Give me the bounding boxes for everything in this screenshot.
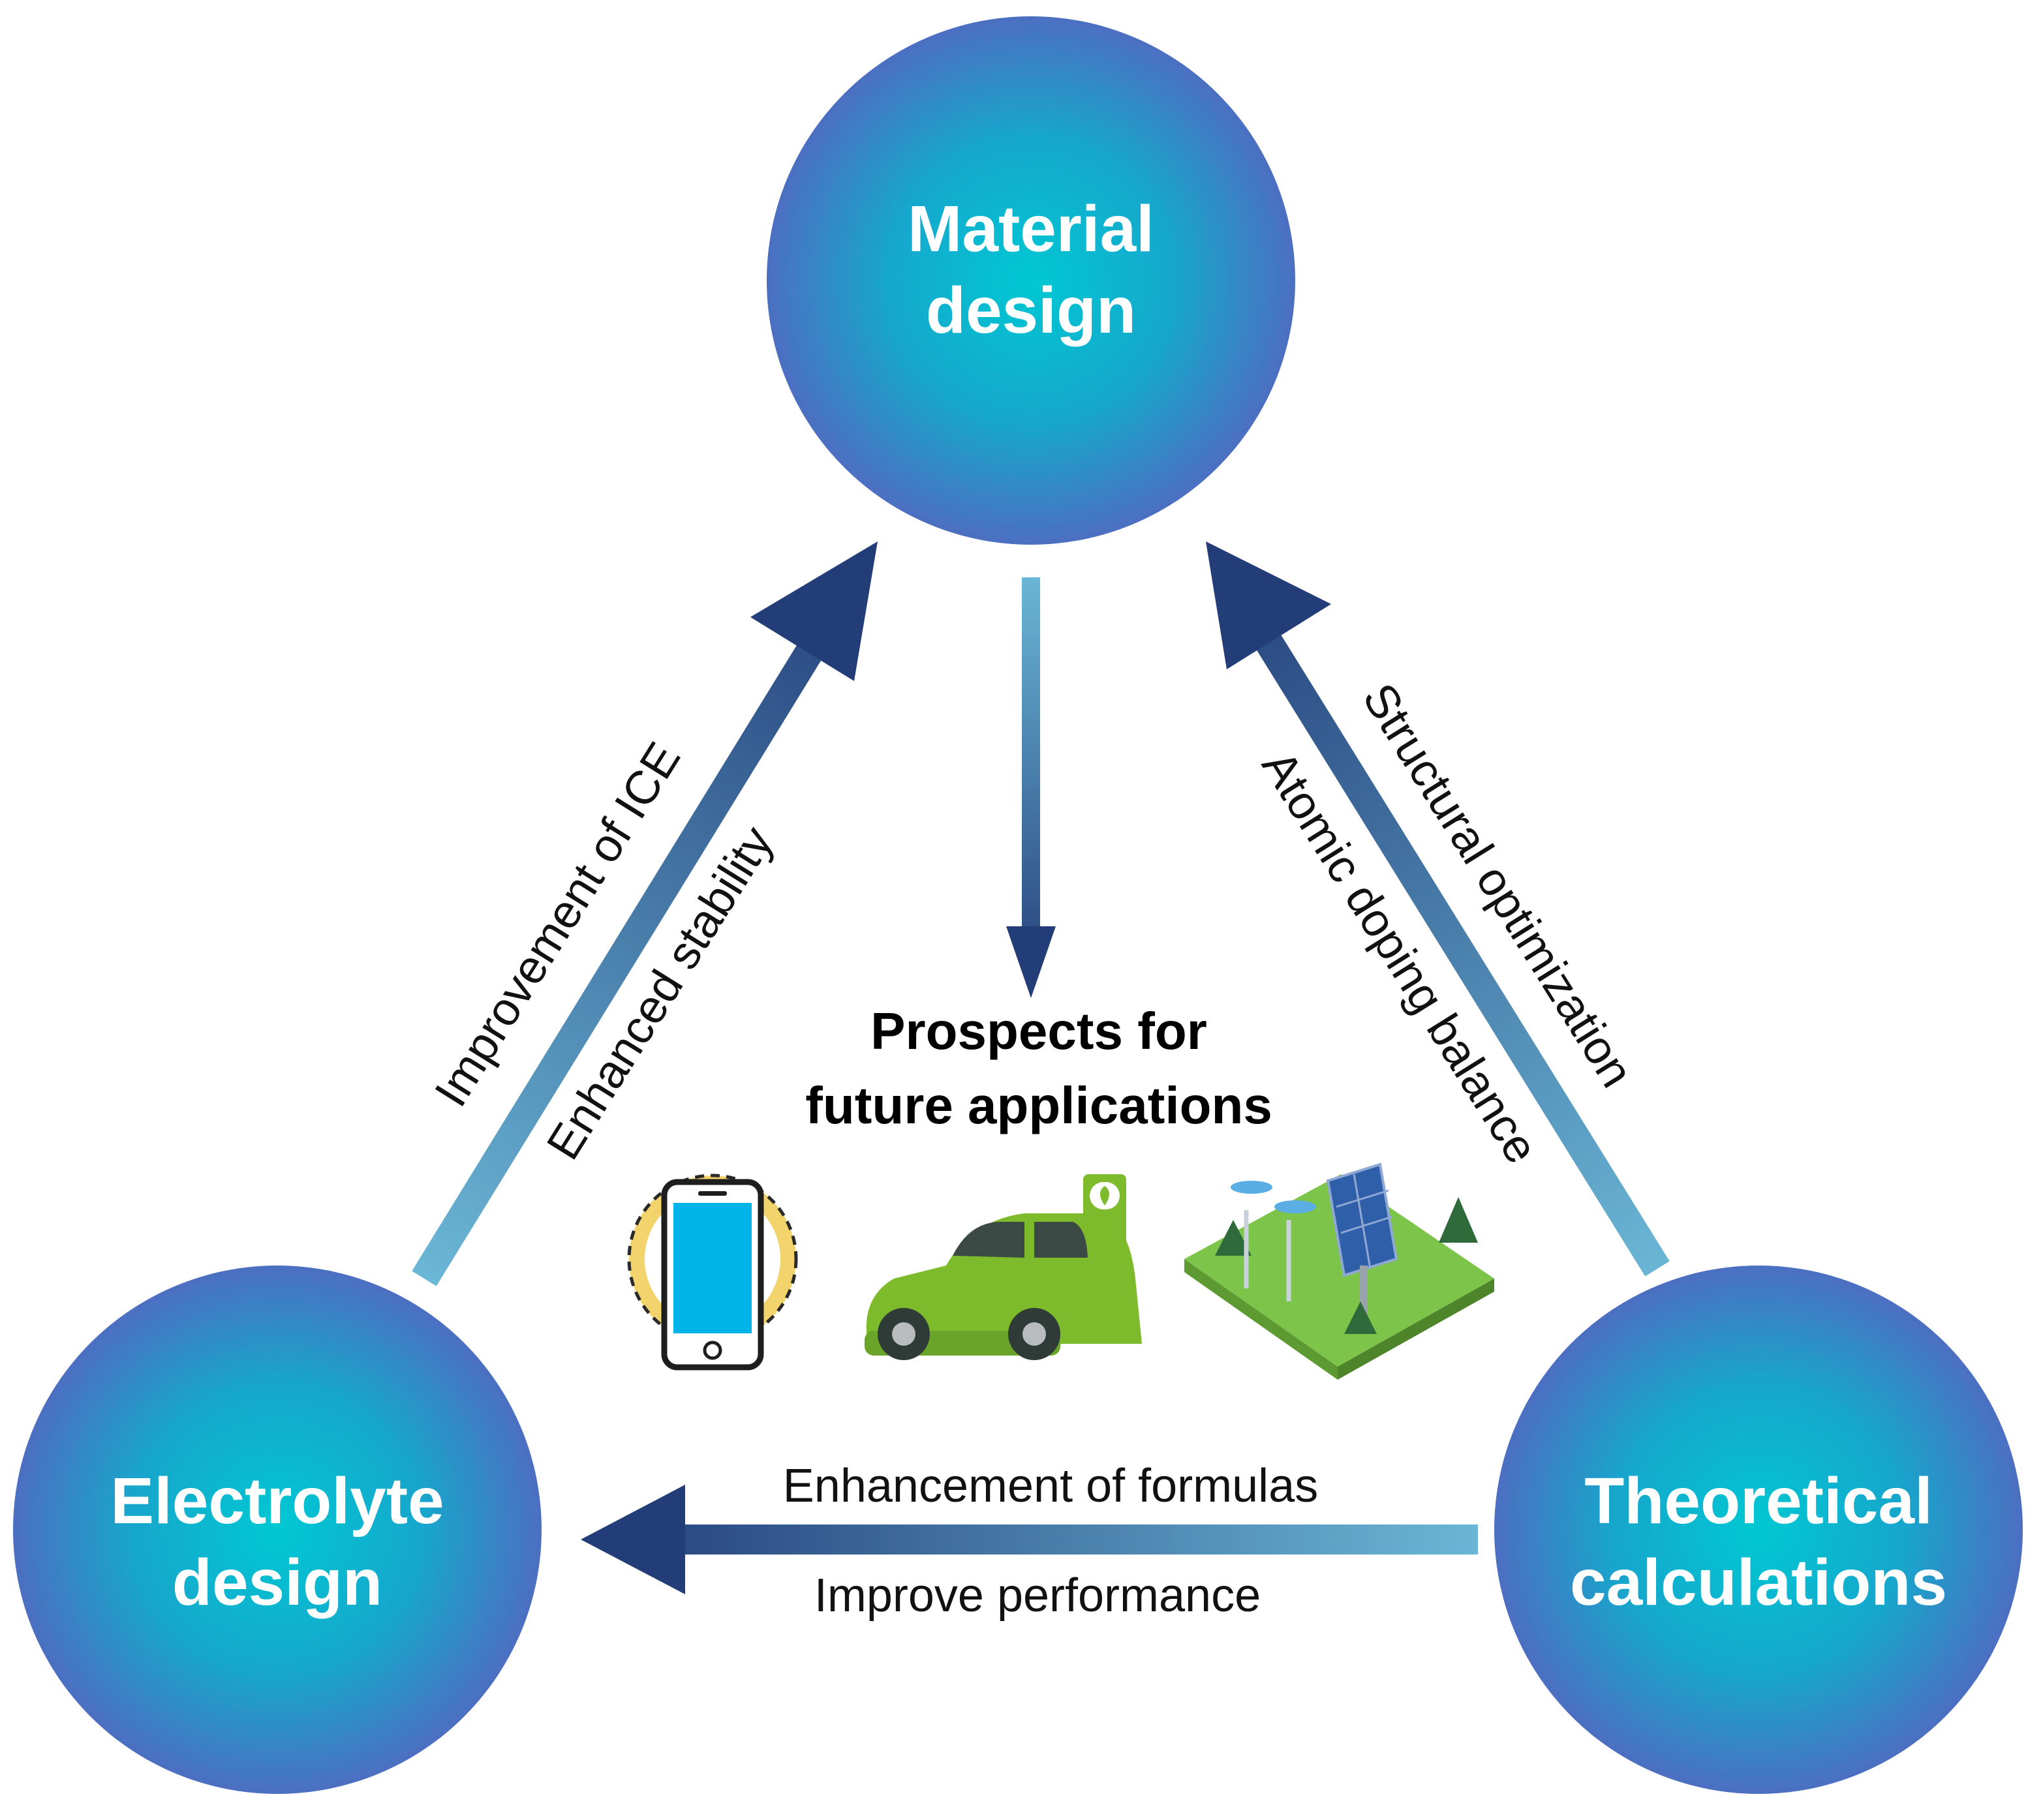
node-label-line1: Theoretical [1584, 1464, 1933, 1538]
smartphone-charging-icon [627, 1174, 798, 1371]
node-label-line2: calculations [1570, 1546, 1947, 1619]
node-electrolyte-design: Electrolyte design [13, 1266, 542, 1794]
edge-label-enhancement-of-formulas: Enhancement of formulas [783, 1460, 1318, 1512]
edge-label-atomic-doping-balance: Atomic doping balance [1252, 742, 1548, 1172]
arrow-theoretical-to-electrolyte [581, 1485, 1478, 1594]
node-material-design: Material design [767, 16, 1295, 545]
arrow-theoretical-to-material [1206, 541, 1670, 1277]
renewable-energy-park-icon [1184, 1162, 1494, 1380]
node-theoretical-calculations: Theoretical calculations [1494, 1266, 2023, 1794]
prospects-title-line2: future applications [805, 1076, 1272, 1134]
prospects-title-line1: Prospects for [870, 1002, 1207, 1060]
node-label-line1: Electrolyte [110, 1464, 444, 1538]
node-label-line1: Material [908, 192, 1154, 265]
arrow-electrolyte-to-material [412, 541, 878, 1286]
edge-label-improve-performance: Improve performance [814, 1570, 1261, 1622]
arrow-material-to-prospects [1006, 577, 1056, 998]
node-label-line2: design [926, 274, 1136, 347]
node-label-line2: design [172, 1546, 382, 1619]
electric-car-charging-icon [865, 1174, 1142, 1360]
